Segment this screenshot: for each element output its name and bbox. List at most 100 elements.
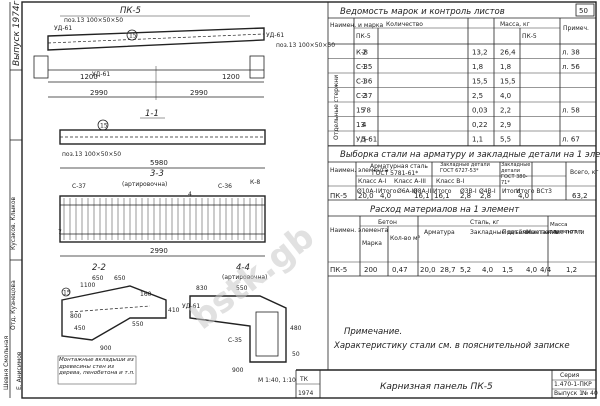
t3-cell: 4,0	[482, 266, 493, 274]
t1-cell: л. 56	[562, 63, 580, 71]
t1-h3: Масса, кг	[500, 21, 530, 28]
t2-h4: Класс А-III	[394, 178, 426, 185]
t1-cell: 1,8	[500, 63, 511, 71]
page-number-box	[575, 3, 595, 17]
t1-cell: 5,5	[500, 136, 511, 144]
t3-cell: 200	[364, 266, 377, 274]
t2-cell: 20,0	[358, 192, 374, 200]
arm-label-a: (артировочна)	[122, 181, 167, 188]
sheet-title: Карнизная панель ПК-5	[380, 382, 493, 392]
ud61-label-d: УД-61	[182, 303, 200, 310]
t1-cell: 15,5	[472, 78, 488, 86]
dim-5980: 5980	[150, 159, 168, 167]
t2-sub: Ø4В-I	[479, 188, 496, 195]
t3-cell: 1,5	[502, 266, 513, 274]
series-label: Серия	[560, 372, 580, 379]
t3-cell: 0,47	[392, 266, 408, 274]
c35-label: С-35	[228, 337, 242, 344]
t1-cell: 26,4	[500, 49, 516, 57]
t1-cell: л. 58	[562, 107, 580, 115]
t1-cell: 5	[362, 136, 366, 144]
t3-h5: Арматура	[424, 229, 455, 236]
dim-22-7: 410	[168, 307, 180, 314]
dim-22-6: 160	[140, 291, 152, 298]
sheet-no: № 40	[582, 390, 598, 397]
stamp-line-4: Е. Анисимов	[16, 351, 23, 390]
table3-title: Расход материалов на 1 элемент	[370, 205, 520, 215]
t2-cell: 16,1	[434, 192, 450, 200]
t3-h2: Марка	[362, 240, 382, 247]
t1-h5: Примеч.	[563, 25, 589, 32]
t1-cell: 2	[362, 92, 366, 100]
t2-h0: Наимен. элемента	[330, 167, 388, 174]
dim-2990-left: 2990	[90, 89, 108, 97]
c37-label: С-37	[72, 183, 86, 190]
t2-sub: Ø10А-I	[357, 188, 378, 195]
p13-top-label: поз.13 100×50×50	[64, 17, 123, 24]
t3-h8: Монтажные петли	[526, 229, 585, 236]
t3-cell: 5,2	[460, 266, 471, 274]
t2-h3: Класс А-I	[358, 178, 387, 185]
t1-cell: 1,1	[472, 136, 483, 144]
arm-label-b: (артировочна)	[222, 274, 267, 281]
t3-cell: 20,0	[420, 266, 436, 274]
section-3-3: 3-3 (артировочна) С-37 С-36 К-8 4 7 2990	[58, 169, 266, 257]
ud61-label-c: УД-61	[266, 32, 284, 39]
left-stamp: Выпуск 1974г Шевня Смольная Отд. Кузнецо…	[3, 0, 23, 398]
t2-sub: Итого	[502, 188, 521, 195]
t2-cell: 4,0	[518, 192, 529, 200]
panel-mark: ПК-5	[120, 6, 141, 16]
t1-cell: 2	[362, 49, 366, 57]
watermark: bstk.gb	[183, 217, 322, 338]
t1-cell: С-37	[356, 92, 372, 100]
t3-cell: 1,2	[566, 266, 577, 274]
t1-cell: 4,0	[500, 92, 511, 100]
t1-cell: С-36	[356, 78, 373, 86]
t1-cell: 13	[356, 121, 365, 129]
t2-sub: Ø8А-III	[413, 188, 433, 195]
edition-label: Выпуск 1974г	[12, 0, 22, 66]
title-block: ТК 1974 Карнизная панель ПК-5 Серия 1.47…	[295, 369, 598, 398]
dim-44-2: 480	[290, 325, 302, 332]
note-text: Характеристику стали см. в пояснительной…	[333, 341, 570, 351]
t2-h2: ГОСТ 5781-61*	[372, 170, 418, 177]
dim-22-3: 800	[70, 313, 82, 320]
t3-cell: 28,7	[440, 266, 456, 274]
scale-label: М 1:40, 1:10	[258, 377, 296, 384]
section-4-4: 4-4 (артировочна) 830 550 480 900 50 УД-…	[182, 263, 302, 384]
table2-title: Выборка стали на арматуру и закладные де…	[340, 150, 600, 160]
table1-title: Ведомость марок и контроль листов	[340, 7, 505, 17]
t2-sub: Ø6А-III	[397, 188, 417, 195]
t2-cell: 2,8	[460, 192, 471, 200]
t2-h6: Закладные детали ГОСТ 6727-53*	[440, 162, 490, 174]
t1-cell: 0,03	[472, 107, 488, 115]
t2-cell: 63,2	[572, 192, 588, 200]
t1-cell: л. 67	[562, 136, 580, 144]
dim-44-3: 900	[232, 367, 244, 374]
dim-2990-right: 2990	[190, 89, 208, 97]
p13-bottom-label: поз.13 100×50×50	[62, 151, 121, 158]
t2-sub: Ø3В-I	[460, 188, 477, 195]
t1-cell: 15,5	[500, 78, 516, 86]
t2-h7: Закладные детали ГОСТ 380-71*	[501, 162, 531, 186]
issue-sheet: Выпуск 1	[554, 390, 583, 397]
section-1-1-title: 1-1	[145, 109, 159, 119]
t1-side: Отдельные стержни	[333, 75, 340, 140]
k8-label: К-8	[250, 179, 260, 186]
t1-cell: 13,2	[472, 49, 488, 57]
table-marks: Ведомость марок и контроль листов Наимен…	[328, 7, 596, 146]
t1-cell: 4	[362, 121, 367, 129]
dim-22-5: 550	[132, 321, 144, 328]
pos-15c-marker: 15	[63, 290, 71, 297]
dim-2990c: 2990	[150, 247, 168, 255]
t3-cell: 4/4	[540, 266, 552, 274]
dim-44-1: 550	[236, 285, 248, 292]
t3-cell: 4,0	[526, 266, 537, 274]
t2-sub: Итого	[433, 188, 452, 195]
note-block: Примечание. Характеристику стали см. в п…	[328, 275, 596, 351]
t1-cell: К-8	[356, 49, 368, 57]
t2-h1: Арматурная сталь	[370, 163, 428, 170]
section-2-2: 2-2 15 650 1100 650 800 450 550 160 410 …	[57, 263, 180, 385]
